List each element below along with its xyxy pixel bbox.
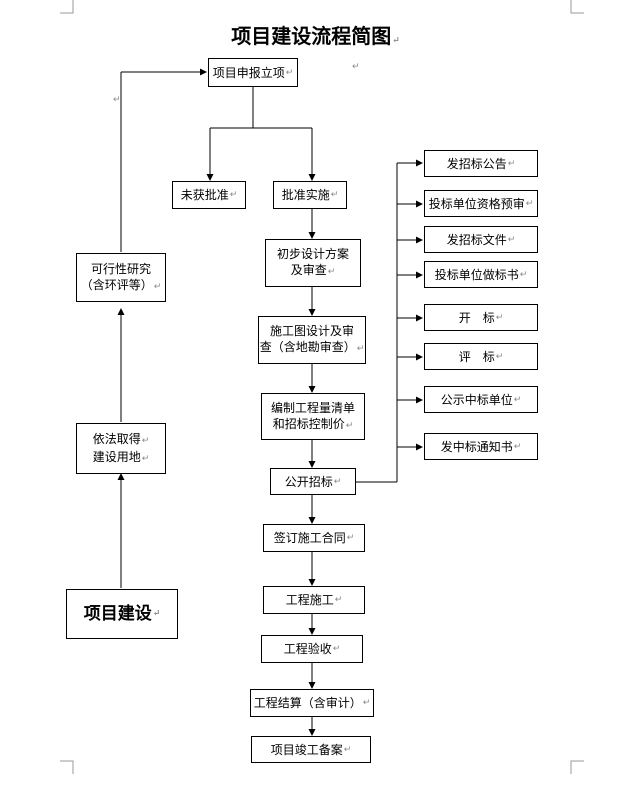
node-bid-opening: 开 标↵ xyxy=(424,304,538,331)
corner-mark-top-right xyxy=(570,0,584,14)
node-settlement: 工程结算（含审计）↵ xyxy=(250,689,374,717)
node-bidder-prequalification: 投标单位资格预审↵ xyxy=(424,190,538,217)
node-preliminary-design: 初步设计方案及审查↵ xyxy=(265,239,361,287)
node-award-notice: 发中标通知书↵ xyxy=(424,433,538,460)
corner-mark-top-left xyxy=(60,0,74,14)
corner-mark-bottom-right xyxy=(570,760,584,774)
node-tender-documents: 发招标文件↵ xyxy=(424,226,538,253)
page-title: 项目建设流程简图↵ xyxy=(231,24,400,48)
node-not-approved: 未获批准↵ xyxy=(172,181,246,209)
node-approved: 批准实施↵ xyxy=(273,181,347,209)
node-winner-publicity: 公示中标单位↵ xyxy=(424,386,538,413)
node-bid-preparation: 投标单位做标书↵ xyxy=(424,261,538,288)
node-bill-of-quantities: 编制工程量清单和招标控制价↵ xyxy=(261,393,365,440)
node-public-tender: 公开招标↵ xyxy=(270,468,356,495)
node-construction: 工程施工↵ xyxy=(263,586,365,614)
node-land-acquisition: 依法取得↵建设用地↵ xyxy=(76,423,166,474)
node-acceptance: 工程验收↵ xyxy=(261,635,363,663)
paragraph-mark: ↵ xyxy=(113,95,121,105)
node-project-build: 项目建设↵ xyxy=(66,589,178,639)
node-sign-contract: 签订施工合同↵ xyxy=(263,524,365,552)
node-project-application: 项目申报立项↵ xyxy=(208,58,298,87)
node-feasibility-study: 可行性研究（含环评等）↵ xyxy=(76,253,166,302)
node-tender-notice: 发招标公告↵ xyxy=(424,150,538,177)
node-bid-evaluation: 评 标↵ xyxy=(424,343,538,370)
paragraph-mark: ↵ xyxy=(352,62,360,72)
corner-mark-bottom-left xyxy=(60,760,74,774)
node-construction-design-review: 施工图设计及审查（含地勘审查）↵ xyxy=(258,316,366,364)
node-completion-record: 项目竣工备案↵ xyxy=(251,736,371,763)
